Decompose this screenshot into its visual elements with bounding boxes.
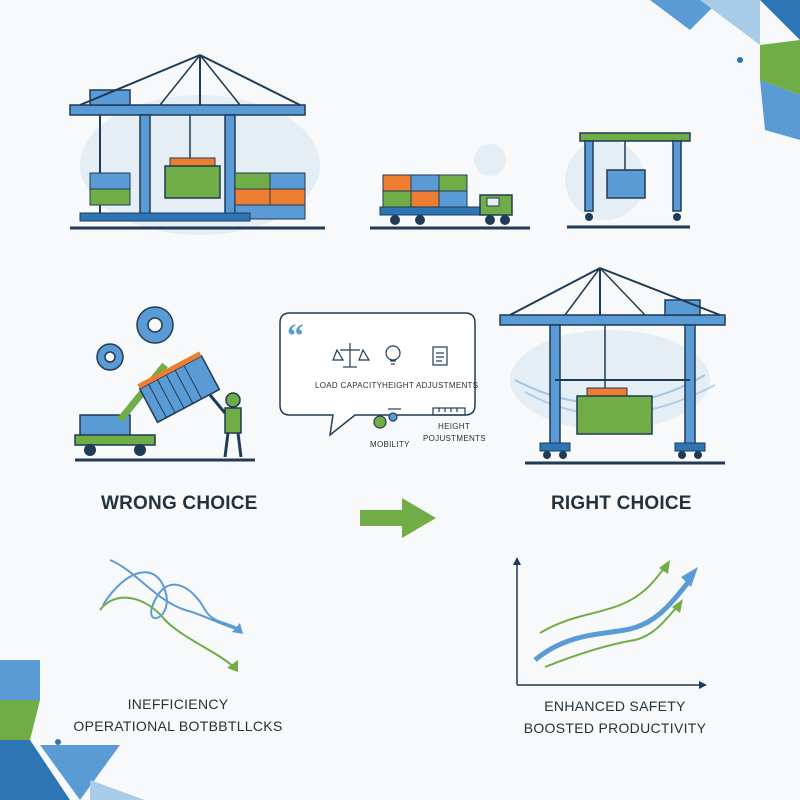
gantry-crane-illustration xyxy=(565,132,691,229)
top-right-corner-decoration xyxy=(650,0,800,140)
load-capacity-label: LOAD CAPACITY xyxy=(315,381,383,390)
clipboard-icon xyxy=(432,346,448,366)
declining-trend-graphic xyxy=(99,559,243,672)
gears-icon xyxy=(373,408,401,429)
container-truck-illustration xyxy=(370,144,530,230)
right-outcome-line1: ENHANCED SAFETY xyxy=(544,698,686,714)
rising-trend-chart xyxy=(513,557,707,689)
wrong-choice-title: WRONG CHOICE xyxy=(101,493,258,514)
right-choice-crane-illustration xyxy=(499,267,726,465)
right-outcome-line2: BOOSTED PRODUCTIVITY xyxy=(523,720,707,736)
wrong-choice-illustration xyxy=(74,306,255,462)
criteria-callout: “ LOAD CAPACITY HEIGHT ADJUSTMENTS MOBIL… xyxy=(279,312,485,449)
height-label: HEIGHT xyxy=(438,422,470,431)
wrong-outcome-line2: OPERATIONAL BOTBBTLLCKS xyxy=(73,718,283,734)
wrong-outcome-text: INEFFICIENCY OPERATIONAL BOTBBTLLCKS xyxy=(68,693,288,737)
arrow-right-icon xyxy=(360,498,436,538)
wrong-outcome-line1: INEFFICIENCY xyxy=(127,696,229,712)
height-adjustments-label: HEIGHT ADJUSTMENTS xyxy=(382,381,478,390)
quote-icon: “ xyxy=(287,318,304,355)
ruler-icon xyxy=(432,407,466,416)
lightbulb-icon xyxy=(385,345,401,365)
right-outcome-text: ENHANCED SAFETY BOOSTED PRODUCTIVITY xyxy=(505,695,725,739)
mobility-label: MOBILITY xyxy=(370,440,410,449)
pojustments-label: POJUSTMENTS xyxy=(423,434,485,443)
quay-crane-illustration xyxy=(69,54,325,235)
right-choice-title: RIGHT CHOICE xyxy=(551,493,692,514)
gear-icon xyxy=(96,306,174,371)
scale-icon xyxy=(332,343,371,368)
bottom-left-corner-decoration xyxy=(0,660,145,800)
